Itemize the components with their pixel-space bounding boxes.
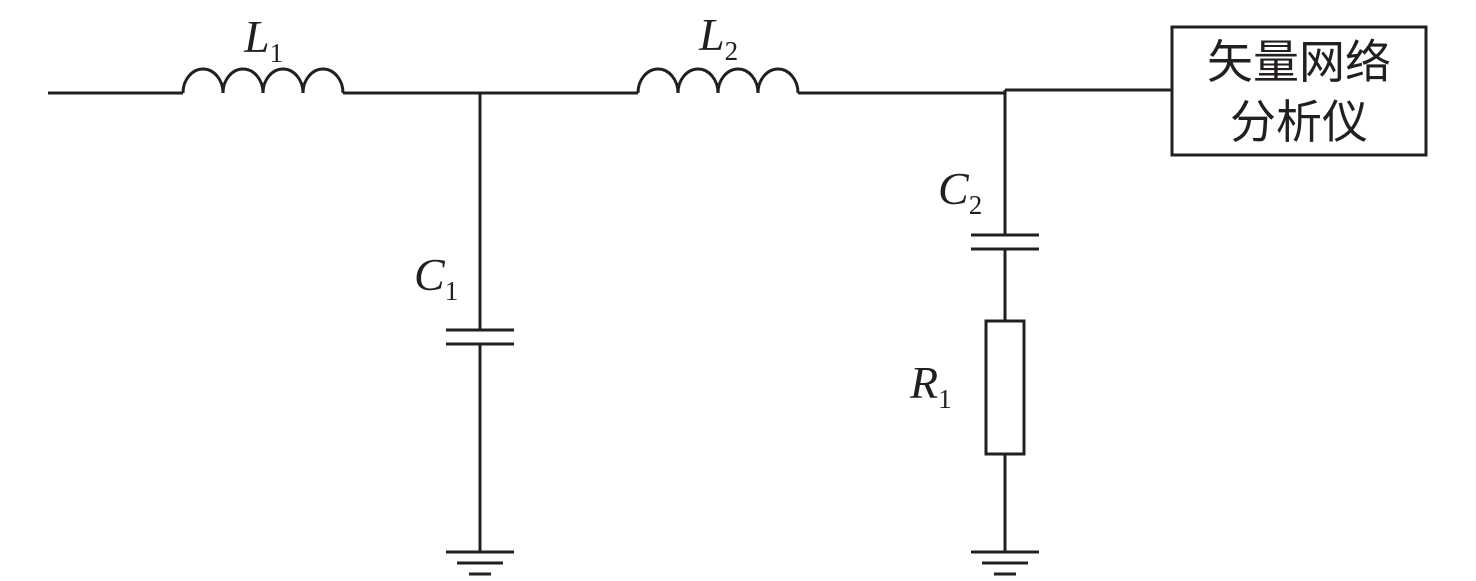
label-c2: C2 bbox=[938, 163, 982, 220]
label-r1-index: 1 bbox=[938, 384, 952, 414]
inductor-l1-coil bbox=[181, 67, 345, 94]
label-r1-letter: R bbox=[909, 357, 938, 408]
label-l1: L1 bbox=[243, 11, 283, 68]
ground-symbol-1 bbox=[446, 550, 514, 576]
label-c2-index: 2 bbox=[969, 190, 983, 220]
label-c1-letter: C bbox=[414, 249, 446, 300]
label-l1-letter: L bbox=[243, 11, 270, 62]
inductor-l2-coil bbox=[636, 67, 800, 94]
label-c1-index: 1 bbox=[445, 276, 459, 306]
resistor-r1-body bbox=[984, 319, 1026, 456]
ground-symbol-2 bbox=[971, 550, 1039, 576]
label-l2: L2 bbox=[698, 9, 738, 66]
vector-network-analyzer-box bbox=[1170, 25, 1428, 157]
analyzer-label-line1: 矢量网络 bbox=[1207, 35, 1391, 89]
label-l2-letter: L bbox=[698, 9, 725, 60]
label-r1: R1 bbox=[909, 357, 952, 414]
label-l1-index: 1 bbox=[270, 38, 284, 68]
label-c2-letter: C bbox=[938, 163, 970, 214]
label-c1: C1 bbox=[414, 249, 458, 306]
analyzer-label-line2: 分析仪 bbox=[1230, 95, 1368, 149]
label-l2-index: 2 bbox=[725, 36, 739, 66]
